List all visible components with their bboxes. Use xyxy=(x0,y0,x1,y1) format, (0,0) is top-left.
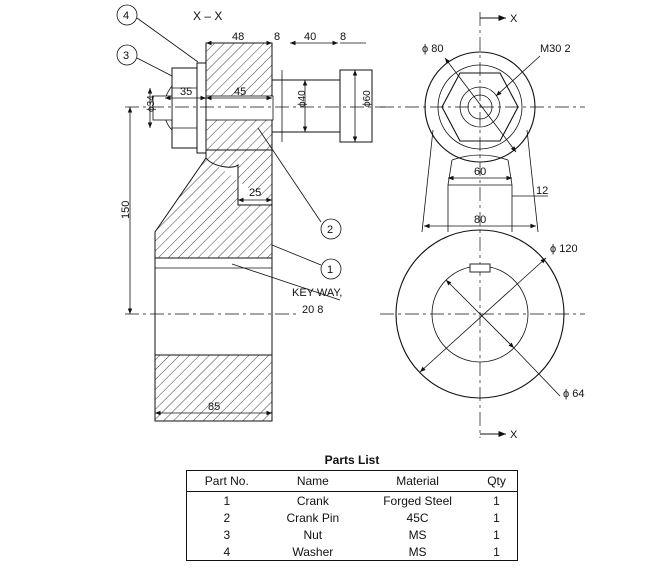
dim-m30: M30 2 xyxy=(540,43,571,55)
cell-qty: 1 xyxy=(493,544,500,559)
cell-part-no: 2 xyxy=(223,510,231,525)
cell-qty: 1 xyxy=(493,527,500,542)
dim-45: 45 xyxy=(234,86,246,98)
dim-phi64: ϕ 64 xyxy=(563,388,584,400)
balloon-callouts: 4 3 2 1 xyxy=(116,4,342,280)
table-row: 2 Crank Pin 45C 1 xyxy=(187,509,518,526)
dim-150: 150 xyxy=(120,201,132,219)
cell-material: MS xyxy=(408,544,427,559)
cell-material: Forged Steel xyxy=(383,493,452,508)
dim-8-b: 8 xyxy=(340,31,346,43)
keyway-size: 20 8 xyxy=(302,304,323,316)
balloon-3: 3 xyxy=(123,50,129,62)
cell-part-no: 1 xyxy=(223,493,231,508)
cell-material: MS xyxy=(408,527,427,542)
dim-phi120: ϕ 120 xyxy=(550,243,578,255)
cell-name: Crank xyxy=(296,493,329,508)
header-part-no: Part No. xyxy=(186,470,267,492)
dim-60-front: 60 xyxy=(474,166,486,178)
table-row: 3 Nut MS 1 xyxy=(187,526,518,543)
keyway-label: KEY WAY, xyxy=(292,287,342,299)
dim-phi80: ϕ 80 xyxy=(422,43,443,55)
dim-85: 85 xyxy=(208,401,220,413)
cell-qty: 1 xyxy=(493,510,500,525)
front-view: X X ϕ 80 M30 2 60 12 80 ϕ 120 xyxy=(380,12,585,441)
balloon-2: 2 xyxy=(327,224,333,236)
dim-25: 25 xyxy=(249,187,261,199)
dim-8-a: 8 xyxy=(274,31,280,43)
table-row: 1 Crank Forged Steel 1 xyxy=(187,492,518,510)
x-marker-bottom: X xyxy=(510,429,518,441)
dim-phi60: ϕ60 xyxy=(362,90,373,107)
crank-assembly-drawing: X – X 48 8 40 8 35 xyxy=(116,4,585,441)
balloon-1: 1 xyxy=(327,264,333,276)
cell-material: 45C xyxy=(406,510,429,525)
section-dimensions: 48 8 40 8 35 45 ϕ34 ϕ40 ϕ60 25 150 85 KE… xyxy=(120,31,373,416)
balloon-4: 4 xyxy=(123,10,129,22)
x-marker-top: X xyxy=(510,13,518,25)
dim-12: 12 xyxy=(536,185,548,197)
section-label: X – X xyxy=(193,9,222,23)
dim-48: 48 xyxy=(232,31,244,43)
parts-header-row: Part No. Name Material Qty xyxy=(186,470,518,492)
cell-qty: 1 xyxy=(493,493,500,508)
crank-section xyxy=(154,42,273,422)
dim-phi40: ϕ40 xyxy=(297,90,308,107)
cell-name: Crank Pin xyxy=(286,510,340,525)
nut-washer xyxy=(152,62,207,154)
header-material: Material xyxy=(359,470,477,492)
cell-part-no: 3 xyxy=(223,527,231,542)
dim-40: 40 xyxy=(304,31,316,43)
cell-part-no: 4 xyxy=(223,544,231,559)
cell-name: Washer xyxy=(292,544,334,559)
dim-phi34: ϕ34 xyxy=(146,95,157,112)
header-qty: Qty xyxy=(476,470,518,492)
parts-list-table: Part No. Name Material Qty 1 Crank Forge… xyxy=(186,470,518,561)
cell-name: Nut xyxy=(303,527,323,542)
dim-35: 35 xyxy=(180,86,192,98)
dim-80-front: 80 xyxy=(474,214,486,226)
table-row: 4 Washer MS 1 xyxy=(187,543,518,561)
parts-list-title: Parts List xyxy=(324,453,380,467)
header-name: Name xyxy=(266,470,360,492)
